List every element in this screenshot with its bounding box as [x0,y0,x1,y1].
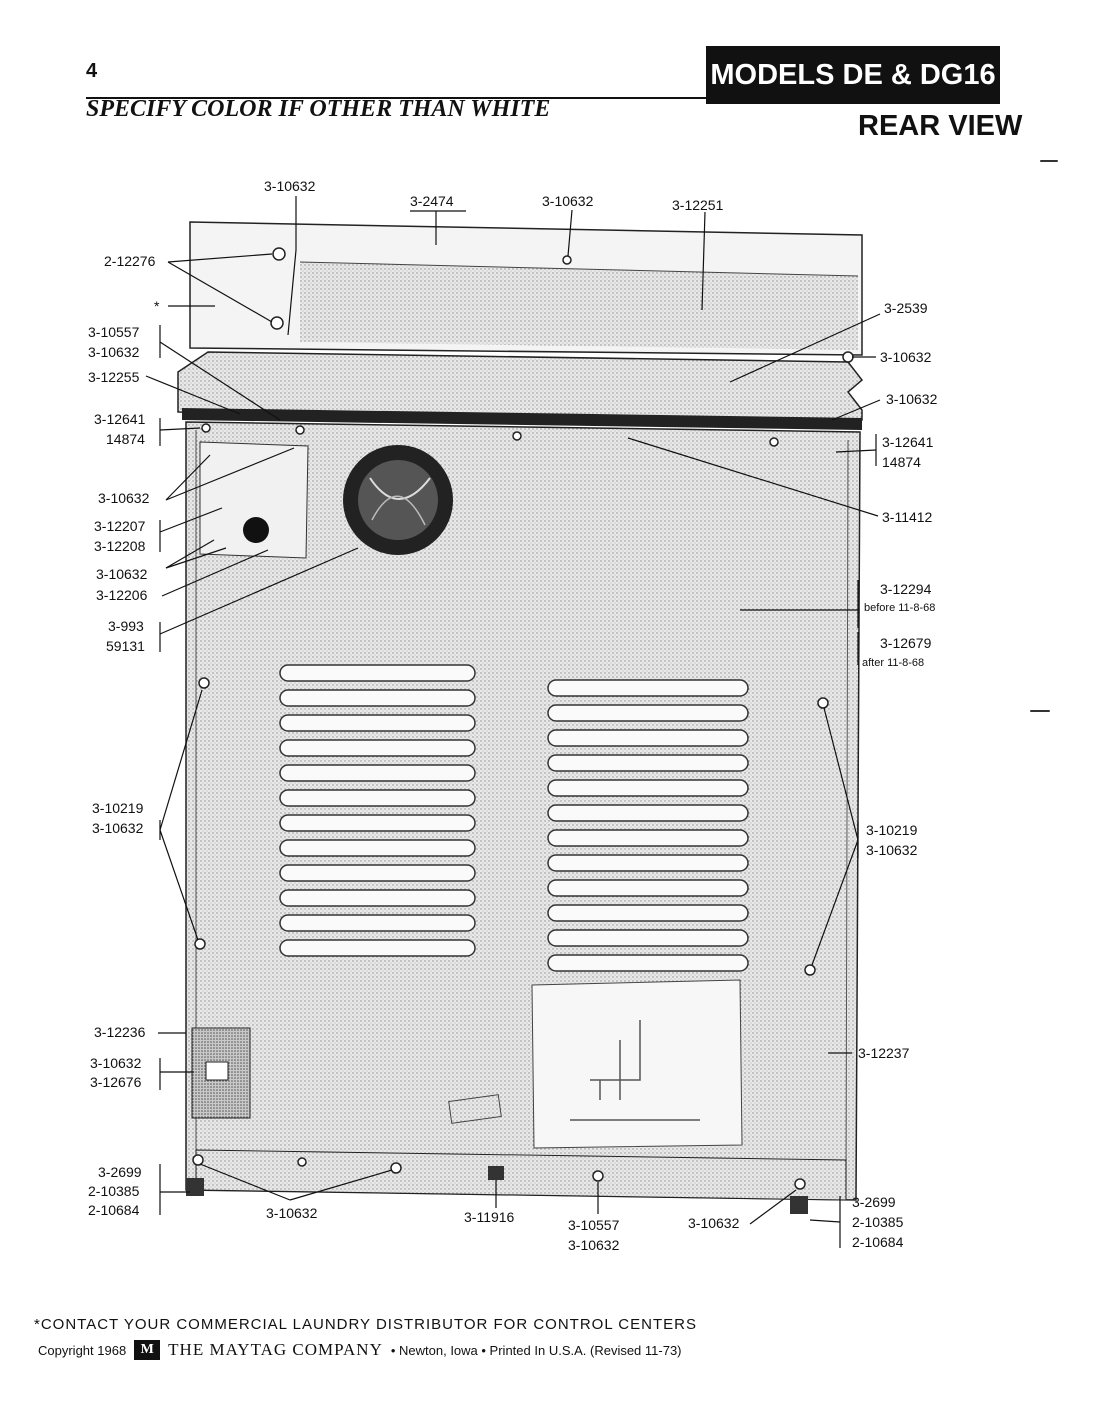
callout-note: after 11-8-68 [862,657,925,669]
callout-label: 3-10632 [866,842,918,858]
callout-note: before 11-8-68 [864,602,936,614]
scan-mark [1030,710,1050,712]
callout-label: 3-12641 [94,411,146,427]
top-cover [177,351,864,430]
callout-label: 2-10385 [852,1214,904,1230]
callout-label: 3-12207 [94,518,146,534]
callout-label: 3-2539 [884,300,928,316]
callout-label: 3-10632 [88,344,140,360]
callout-label: 14874 [106,431,145,447]
callout-label: 3-12679 [880,635,932,651]
callout-label: 2-10684 [852,1234,904,1250]
callout-label: 3-11916 [464,1209,515,1225]
footer-note: *CONTACT YOUR COMMERCIAL LAUNDRY DISTRIB… [34,1316,697,1333]
callout-label: 3-12255 [88,369,140,385]
callout-label: 3-12251 [672,197,724,213]
specify-color-note: SPECIFY COLOR IF OTHER THAN WHITE [86,96,551,122]
header-rule [86,97,706,99]
bottom-rail [186,1149,847,1214]
callout-label: 3-10632 [92,820,144,836]
callout-label: 3-10632 [264,178,316,194]
callout-label: 2-10684 [88,1202,140,1218]
maytag-logo-icon: M [134,1340,161,1360]
serial-plate [191,1027,251,1119]
screws [192,247,854,1190]
footer-location: • Newton, Iowa • Printed In U.S.A. (Revi… [390,1342,682,1358]
callout-label: 3-10632 [90,1055,142,1071]
callout-label: 3-2699 [98,1164,142,1180]
callout-label: 3-12208 [94,538,146,554]
callout-label: 3-10632 [568,1237,620,1253]
callout-label: 3-10219 [866,822,918,838]
scan-mark [1040,160,1058,162]
callout-label: 3-2474 [410,193,454,209]
callout-label: 3-12676 [90,1074,142,1090]
callout-label: 3-10632 [542,193,594,209]
callout-label: 3-10632 [96,566,148,582]
callout-label: 2-12276 [104,253,156,269]
exhaust-duct [343,445,453,555]
callout-label-asterisk: * [154,298,160,314]
callout-label: 3-12206 [96,587,148,603]
wiring-diagram-sheet [448,979,743,1149]
callout-label: 3-993 [108,618,144,634]
callout-label: 3-12641 [882,434,934,450]
callout-label: 3-10557 [568,1217,620,1233]
control-panel-backsplash [189,221,863,356]
callout-label: 3-10557 [88,324,140,340]
callout-label: 3-10632 [266,1205,318,1221]
callout-label: 3-2699 [852,1194,896,1210]
leader-lines [145,196,881,1248]
view-title: REAR VIEW [858,110,1023,142]
callout-label: 3-12294 [880,581,932,597]
callout-label: 14874 [882,454,921,470]
callout-label: 3-10632 [886,391,938,407]
callout-label: 3-12237 [858,1045,910,1061]
copyright-text: Copyright 1968 [38,1342,127,1358]
terminal-block-plate [199,441,309,559]
company-name: THE MAYTAG COMPANY [168,1340,383,1359]
callout-label: 3-10632 [98,490,150,506]
callout-label: 3-10219 [92,800,144,816]
callout-label: 2-10385 [88,1183,140,1199]
callout-label: 59131 [106,638,145,654]
left-louvers [279,664,476,957]
footer-copyright-line: Copyright 1968 M THE MAYTAG COMPANY • Ne… [38,1340,682,1360]
models-title-banner: MODELS DE & DG16 [706,46,1000,104]
callout-label: 3-12236 [94,1024,146,1040]
callout-label: 3-10632 [688,1215,740,1231]
callout-label: 3-11412 [882,509,933,525]
callout-label: 3-10632 [880,349,932,365]
right-louvers [547,679,749,972]
page-number: 4 [86,60,98,82]
